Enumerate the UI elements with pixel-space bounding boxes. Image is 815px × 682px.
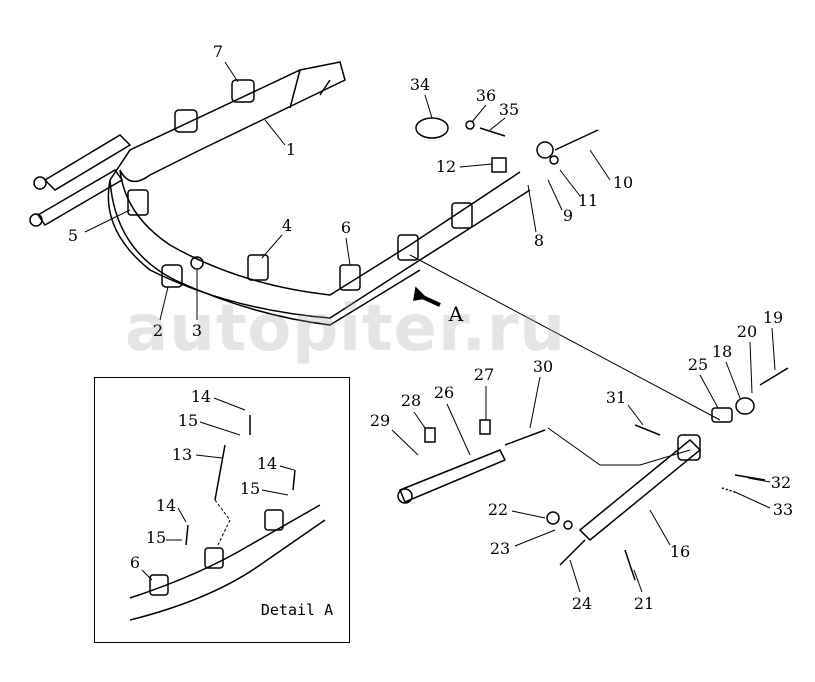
frame-outer	[107, 179, 531, 319]
callout-21: 21	[633, 594, 655, 613]
callout-30: 30	[532, 357, 554, 376]
frame-inner	[119, 169, 521, 296]
callout-2: 2	[152, 321, 164, 340]
rod-26	[399, 449, 507, 503]
callout-32: 32	[770, 473, 792, 492]
detail-callout-13: 13	[171, 445, 193, 464]
callout-26: 26	[433, 383, 455, 402]
callout-20: 20	[736, 322, 758, 341]
callout-35: 35	[498, 100, 520, 119]
callout-8: 8	[533, 231, 545, 250]
callout-31: 31	[605, 388, 627, 407]
callout-28: 28	[400, 391, 422, 410]
detail-callout-15: 15	[145, 528, 167, 547]
callout-27: 27	[473, 365, 495, 384]
callout-29: 29	[369, 411, 391, 430]
rod-16	[578, 438, 702, 542]
callout-36: 36	[475, 86, 497, 105]
detail-callout-6: 6	[129, 553, 141, 572]
watermark: autopiter.ru	[125, 292, 566, 366]
callout-18: 18	[711, 342, 733, 361]
callout-9: 9	[562, 206, 574, 225]
callout-33: 33	[772, 500, 794, 519]
callout-10: 10	[612, 173, 634, 192]
left-arm-lower	[36, 169, 124, 226]
detail-a-title: Detail A	[260, 601, 334, 619]
callout-25: 25	[687, 355, 709, 374]
callout-1: 1	[285, 140, 297, 159]
left-arm-upper	[43, 134, 132, 191]
callout-24: 24	[571, 594, 593, 613]
view-marker-a: A	[448, 302, 464, 326]
detail-callout-14: 14	[155, 496, 177, 515]
callout-5: 5	[67, 226, 79, 245]
callout-7: 7	[212, 42, 224, 61]
callout-3: 3	[191, 321, 203, 340]
callout-12: 12	[435, 157, 457, 176]
callout-23: 23	[489, 539, 511, 558]
callout-22: 22	[487, 500, 509, 519]
detail-callout-15: 15	[239, 479, 261, 498]
callout-11: 11	[577, 191, 599, 210]
detail-callout-15: 15	[177, 411, 199, 430]
callout-19: 19	[762, 308, 784, 327]
detail-callout-14: 14	[190, 387, 212, 406]
callout-34: 34	[409, 75, 431, 94]
detail-a-box	[94, 377, 350, 643]
callout-4: 4	[281, 216, 293, 235]
callout-6: 6	[340, 218, 352, 237]
callout-16: 16	[669, 542, 691, 561]
frame-top	[109, 61, 346, 183]
detail-callout-14: 14	[256, 454, 278, 473]
